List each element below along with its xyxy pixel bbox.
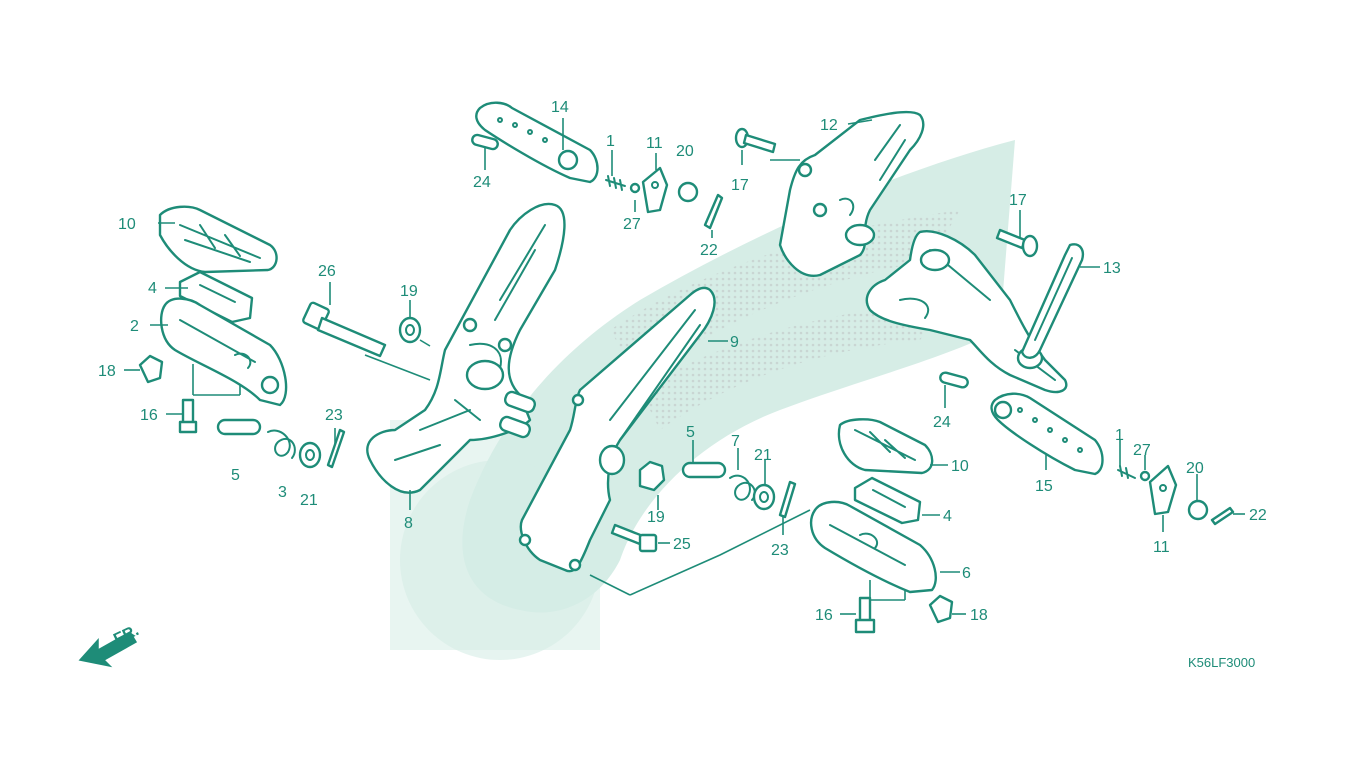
callout-12: 12 — [820, 117, 838, 134]
callout-27-right: 27 — [1133, 442, 1151, 459]
part-washer-21-left — [298, 441, 322, 469]
part-clip-22-right — [1210, 506, 1235, 526]
part-cotter-pin-23-right — [778, 480, 797, 519]
callout-16-right: 16 — [815, 607, 833, 624]
callout-8: 8 — [404, 515, 413, 532]
callout-13: 13 — [1103, 260, 1121, 277]
part-pin-5-right — [681, 461, 727, 479]
part-footpeg-right — [809, 500, 937, 594]
callout-10-right: 10 — [951, 458, 969, 475]
callout-16-left: 16 — [140, 407, 158, 424]
callout-7: 7 — [731, 433, 740, 450]
part-bolt-26 — [302, 301, 387, 358]
callout-15: 15 — [1035, 478, 1053, 495]
part-bolt-18-left — [138, 354, 164, 384]
callout-5-right: 5 — [686, 424, 695, 441]
callout-3: 3 — [278, 484, 287, 501]
part-spring-1-top — [605, 175, 626, 191]
callout-23-right: 23 — [771, 542, 789, 559]
callout-2: 2 — [130, 318, 139, 335]
callout-19-bottom: 19 — [647, 509, 665, 526]
front-direction-arrow-icon — [78, 630, 138, 668]
part-bolt-25 — [610, 523, 658, 553]
callout-11-top: 11 — [646, 135, 663, 152]
part-footpeg-bracket-12 — [778, 110, 925, 277]
part-rubber-plate-right — [853, 476, 922, 525]
part-bolt-16-left — [178, 398, 198, 434]
callout-21-right: 21 — [754, 447, 772, 464]
part-bolt-16-right — [854, 596, 876, 634]
part-washer-20-right — [1187, 499, 1209, 521]
part-collar-19-top — [398, 316, 422, 344]
part-washer-20-top — [677, 181, 699, 203]
part-footpeg-left — [159, 297, 288, 407]
callout-10-left: 10 — [118, 216, 136, 233]
part-rubber-plate-left — [178, 270, 254, 324]
callout-22-right: 22 — [1249, 507, 1267, 524]
part-plate-11-right — [1148, 464, 1178, 516]
callout-5-left: 5 — [231, 467, 240, 484]
part-bolt-18-right — [928, 594, 954, 624]
leader-lines — [124, 118, 1245, 615]
part-footpeg-rubber-right — [837, 418, 934, 475]
part-clip-22-top — [703, 193, 724, 230]
callout-27-top: 27 — [623, 216, 641, 233]
part-collar-19-bottom — [638, 460, 666, 492]
part-footpeg-rubber-left — [158, 205, 278, 274]
callout-9: 9 — [730, 334, 739, 351]
callout-20-right: 20 — [1186, 460, 1204, 477]
part-pin-5-left — [216, 418, 262, 436]
callout-24-right: 24 — [933, 414, 951, 431]
part-ball-27-right — [1139, 470, 1151, 482]
part-spring-7 — [729, 474, 756, 501]
callout-17-top: 17 — [731, 177, 749, 194]
part-footpeg-bracket-left — [366, 202, 566, 494]
part-footpeg-bracket-13 — [865, 230, 1068, 394]
part-washer-21-right — [752, 483, 776, 511]
callout-23-left: 23 — [325, 407, 343, 424]
callout-24-top: 24 — [473, 174, 491, 191]
part-ball-27-top — [629, 182, 641, 194]
drawing-code: K56LF3000 — [1188, 655, 1255, 670]
callout-17-right: 17 — [1009, 192, 1027, 209]
callout-26: 26 — [318, 263, 336, 280]
callout-4-right: 4 — [943, 508, 952, 525]
part-bolt-17-right — [995, 228, 1039, 258]
callout-21-left: 21 — [300, 492, 318, 509]
callout-1-right: 1 — [1115, 427, 1124, 444]
callout-18-left: 18 — [98, 363, 116, 380]
callout-22-top: 22 — [700, 242, 718, 259]
part-heel-guard-9 — [518, 286, 716, 573]
callout-4-left: 4 — [148, 280, 157, 297]
callout-1-top: 1 — [606, 133, 615, 150]
callout-18-right: 18 — [970, 607, 988, 624]
callout-11-right: 11 — [1153, 539, 1170, 556]
part-spring-3 — [267, 429, 296, 459]
part-spring-1-right — [1117, 465, 1136, 479]
callout-20-top: 20 — [676, 143, 694, 160]
part-pin-24-right — [939, 371, 969, 389]
part-pin-24-top — [471, 133, 499, 151]
callout-labels: 10 4 2 18 16 5 3 21 23 26 19 8 14 1 11 2… — [98, 99, 1267, 624]
callout-14: 14 — [551, 99, 569, 116]
callout-25: 25 — [673, 536, 691, 553]
direction-label: FR. — [111, 622, 142, 648]
part-footpeg-14 — [475, 101, 599, 184]
part-cotter-pin-23-left — [326, 428, 346, 469]
part-heel-plate-13 — [1020, 243, 1084, 359]
part-footpeg-15 — [990, 392, 1104, 476]
callout-19-top: 19 — [400, 283, 418, 300]
part-plate-11-top — [641, 166, 669, 214]
callout-6: 6 — [962, 565, 971, 582]
part-bolt-17-top — [734, 127, 777, 154]
